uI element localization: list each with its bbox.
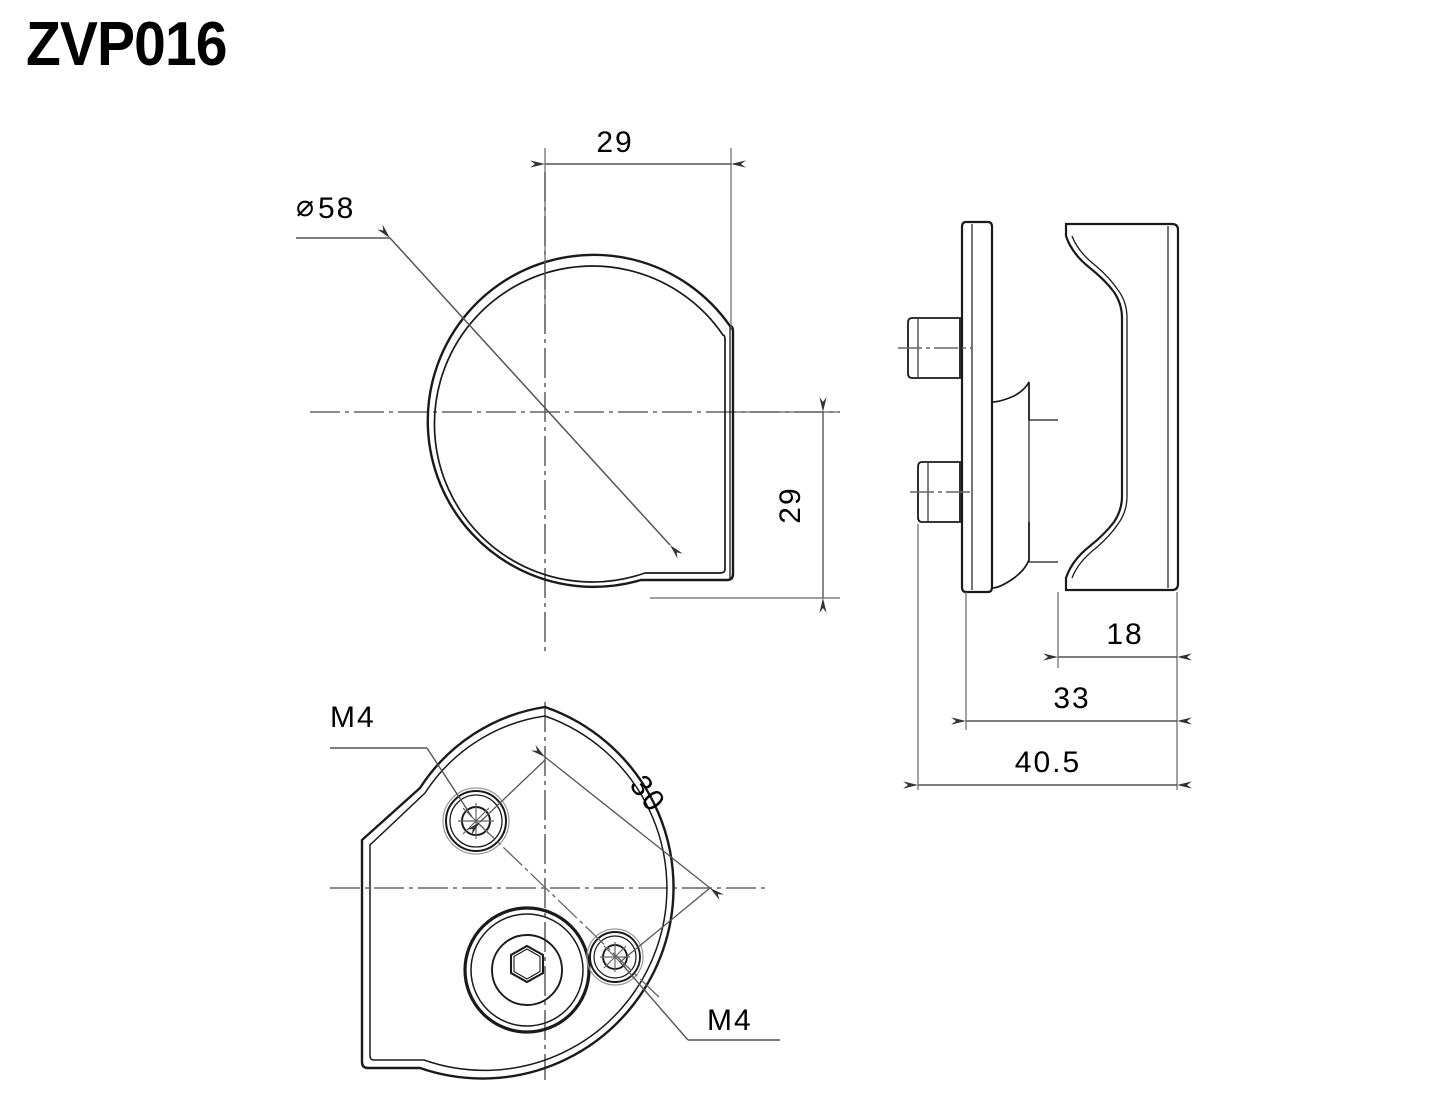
dim-30-label: 30 (623, 769, 672, 819)
m4-hole-lower (586, 928, 644, 986)
side-dim-405-label: 40.5 (1015, 746, 1081, 779)
top-dim-height-label: 29 (774, 486, 807, 523)
bolt-head-outer-circle (463, 906, 591, 1034)
m4-upper-ring-mid (445, 790, 507, 852)
m4-lower-leader-diagonal (619, 961, 689, 1041)
bolt-head-outer-circle-inner (470, 913, 584, 1027)
dim-30-main-line (531, 744, 724, 901)
side-view-body-profile (1064, 222, 1180, 592)
m4-lower-ring-outer (586, 928, 644, 986)
m4-upper-label: M4 (330, 701, 376, 734)
bolt-head-mid-circle (491, 934, 563, 1006)
side-view-body-inner-profile (1071, 235, 1128, 579)
top-dim-width-label: 29 (596, 126, 633, 159)
m4-upper-leader-diagonal (426, 747, 473, 818)
diameter-value: 58 (318, 192, 355, 225)
side-dim-33-label: 33 (1053, 682, 1090, 715)
side-view-flange-plate (960, 220, 994, 594)
side-view-hub-fillet-lower (991, 522, 1030, 589)
side-view-upper-stud (907, 317, 961, 379)
m4-upper-ring-outer (442, 787, 510, 855)
m4-lower-label: M4 (707, 1004, 753, 1037)
hex-socket-icon (509, 944, 545, 984)
side-view-group: 18 33 40.5 (898, 220, 1192, 790)
bottom-view-outer-profile (360, 705, 675, 1080)
m4-lower-ring-inner (593, 935, 637, 979)
bottom-view-group: 30 M4 M4 (330, 701, 780, 1080)
page-title: ZVP016 (26, 10, 228, 79)
diameter-symbol: ⌀ (296, 190, 316, 223)
side-view-hub-fillet-upper (991, 381, 1030, 420)
top-view-inner-profile (433, 265, 726, 583)
top-view-group: ⌀ 58 29 29 (296, 126, 840, 655)
dim-30-leg-right (619, 887, 711, 963)
bolt-circle-diagonal-centerline (475, 820, 663, 1001)
diameter-leader-diagonal (377, 224, 683, 559)
side-view-lower-stud (917, 461, 961, 523)
m4-lower-cross-b (603, 945, 627, 969)
m4-lower-ring-mid (589, 931, 641, 983)
hex-socket-inner (513, 948, 541, 980)
top-view-outer-profile (426, 253, 735, 588)
m4-upper-ring-inner (449, 794, 503, 848)
side-dim-18-label: 18 (1106, 618, 1143, 651)
